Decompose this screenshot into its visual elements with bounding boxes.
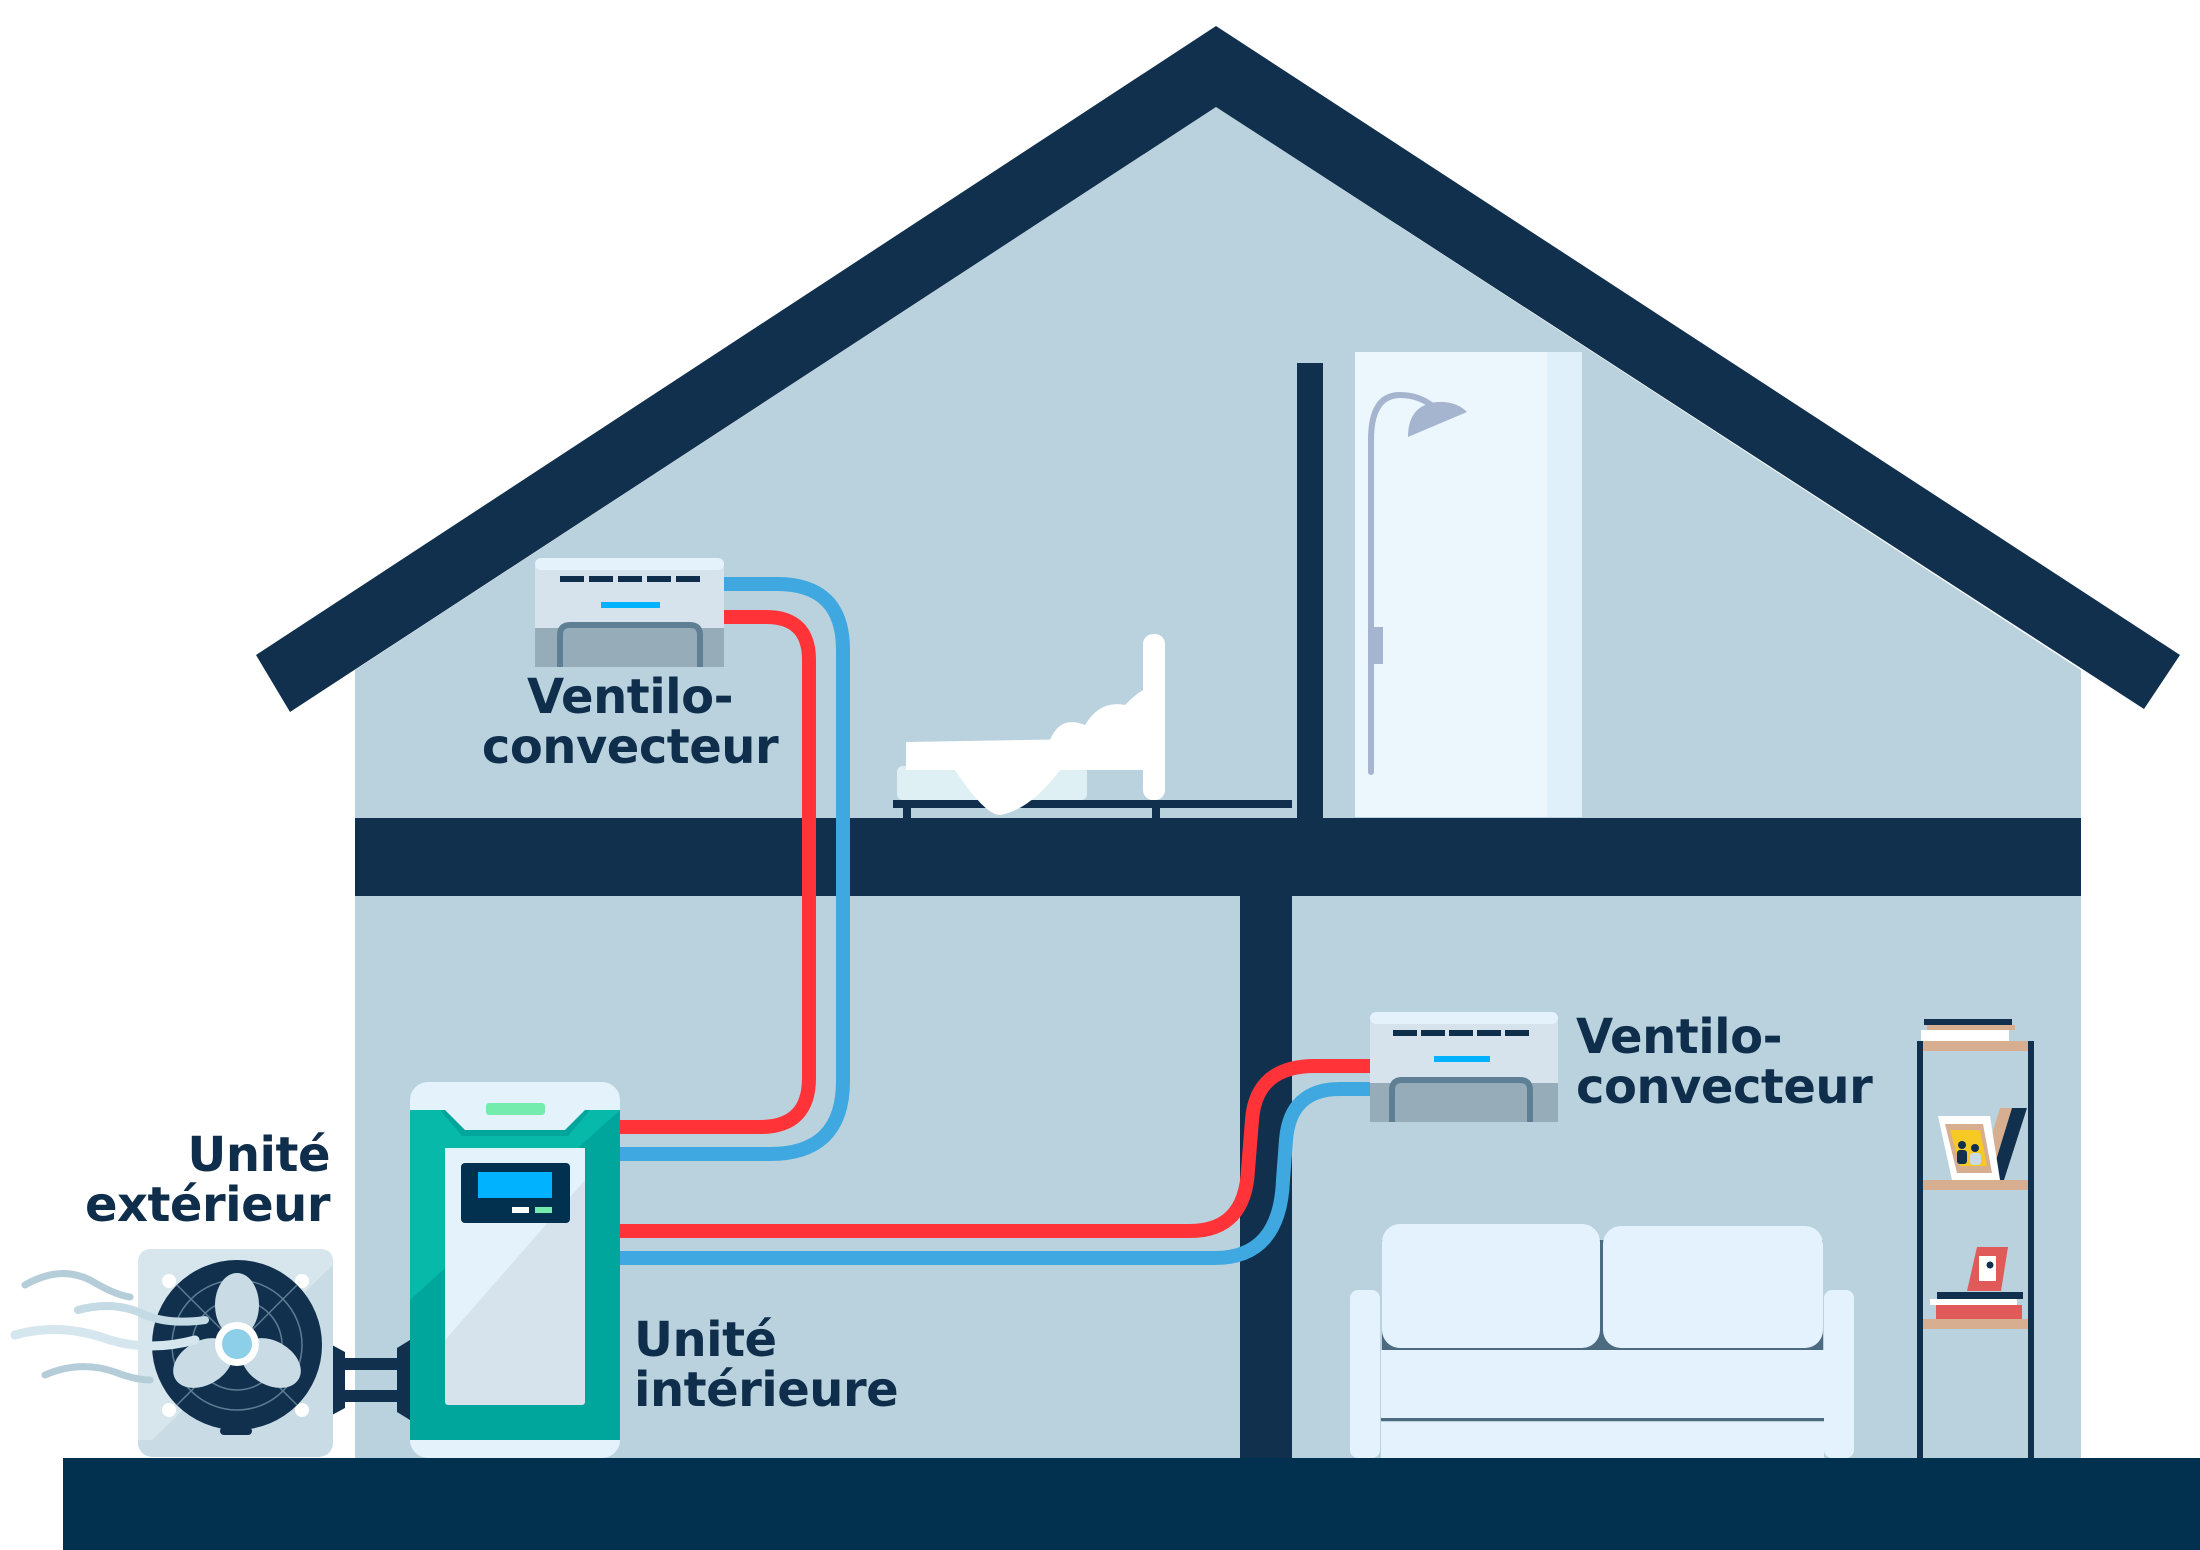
book (1921, 1030, 2009, 1041)
outdoor-unit-screw (295, 1403, 309, 1417)
outdoor-unit-label: Unité extérieur (84, 1127, 331, 1233)
sofa-arm-right (1824, 1290, 1854, 1458)
book (1924, 1019, 2012, 1025)
outdoor-unit-screw (162, 1274, 176, 1288)
fan-coil-lower-label-line1: Ventilo- (1576, 1009, 1783, 1065)
sofa-seat (1381, 1350, 1824, 1418)
shower (1355, 352, 1582, 817)
shower-head-icon (1408, 401, 1467, 437)
book (1936, 1305, 2022, 1319)
shelf-board (1923, 1180, 2028, 1190)
indoor-unit-top-notch (440, 1110, 590, 1136)
small-photo-person-icon (1986, 1261, 1994, 1269)
unit-connector (332, 1340, 410, 1420)
pipe-supply-lower (620, 1059, 1370, 1238)
fan-coil-upper-top-strip (535, 558, 724, 570)
outdoor-unit-handle (220, 1427, 252, 1435)
shelf-board (1923, 1319, 2028, 1329)
indoor-unit-screen (478, 1172, 552, 1198)
photo-person-icon (1971, 1144, 1979, 1152)
shower-glass-strip (1547, 352, 1582, 817)
fan-coil-upper-label-line1: Ventilo- (527, 669, 734, 725)
bookshelf-post-left (1917, 1041, 1923, 1458)
fan-coil-upper (535, 558, 724, 667)
bed-frame (893, 800, 1292, 808)
pipes (620, 577, 1370, 1265)
fan-coil-upper-label: Ventilo- convecteur (481, 669, 779, 775)
shower-cabin (1355, 352, 1582, 817)
indoor-unit-status-led (486, 1103, 545, 1115)
indoor-unit (410, 1082, 620, 1458)
fan-coil-lower-label: Ventilo- convecteur (1576, 1009, 1873, 1115)
indoor-unit-label-line1: Unité (634, 1312, 777, 1368)
shower-valve-icon (1371, 627, 1383, 664)
photo-person-icon (1970, 1153, 1981, 1165)
book (1937, 1292, 2023, 1299)
sofa-seat-line (1381, 1418, 1824, 1421)
upper-partition-wall (1297, 363, 1323, 818)
indoor-unit-button-1 (512, 1207, 529, 1213)
small-photo-inner (1979, 1256, 1996, 1281)
indoor-unit-label: Unité intérieure (634, 1312, 899, 1418)
fan-coil-upper-label-line2: convecteur (481, 719, 779, 775)
bookshelf-post-right (2028, 1041, 2034, 1458)
shelf-board (1923, 1041, 2028, 1051)
outdoor-unit-screw (295, 1274, 309, 1288)
outdoor-unit-screw (162, 1403, 176, 1417)
photo-person-icon (1958, 1141, 1966, 1149)
shower-pipe-icon (1368, 391, 1438, 775)
fan-coil-lower-indicator (1434, 1056, 1490, 1062)
fan-coil-upper-vents (560, 576, 700, 582)
fan-coil-lower (1370, 1012, 1558, 1122)
photo-person-icon (1957, 1150, 1967, 1164)
sofa-cushion-back-left (1382, 1224, 1600, 1348)
floor-slab (355, 818, 2081, 896)
indoor-unit-label-line2: intérieure (634, 1362, 899, 1418)
indoor-unit-button-2 (535, 1207, 552, 1213)
airflow-wind-icon (10, 1270, 209, 1384)
fan-coil-lower-label-line2: convecteur (1576, 1059, 1873, 1115)
sofa-base (1381, 1422, 1824, 1458)
outdoor-unit-label-line1: Unité (187, 1127, 330, 1183)
sofa-arm-left (1350, 1290, 1380, 1458)
pipe-return-lower (620, 1082, 1370, 1265)
outdoor-unit (138, 1249, 333, 1457)
bed (893, 634, 1292, 818)
bed-leg-right (1152, 808, 1160, 818)
bed-headboard (1143, 634, 1165, 800)
bookshelf (1917, 1019, 2034, 1458)
fan-coil-lower-grille (1389, 1077, 1533, 1122)
fan-hub-center (222, 1329, 252, 1359)
sofa (1350, 1224, 1854, 1458)
bed-duvet (906, 738, 1143, 815)
fan-coil-upper-grille (557, 622, 703, 667)
fan-coil-lower-vents (1393, 1030, 1529, 1036)
ground (63, 1458, 2200, 1550)
pipe-supply-upper (620, 610, 816, 1134)
book (1930, 1299, 2017, 1305)
outdoor-unit-label-line2: extérieur (84, 1177, 331, 1233)
pipe-return-upper (620, 577, 850, 1161)
fan-coil-upper-indicator (601, 602, 660, 608)
book (1927, 1025, 2015, 1030)
bed-leg-left (903, 808, 911, 818)
sofa-cushion-back-right (1603, 1226, 1823, 1348)
fan-coil-lower-top-strip (1370, 1012, 1558, 1024)
bed-pillow (1050, 690, 1145, 740)
